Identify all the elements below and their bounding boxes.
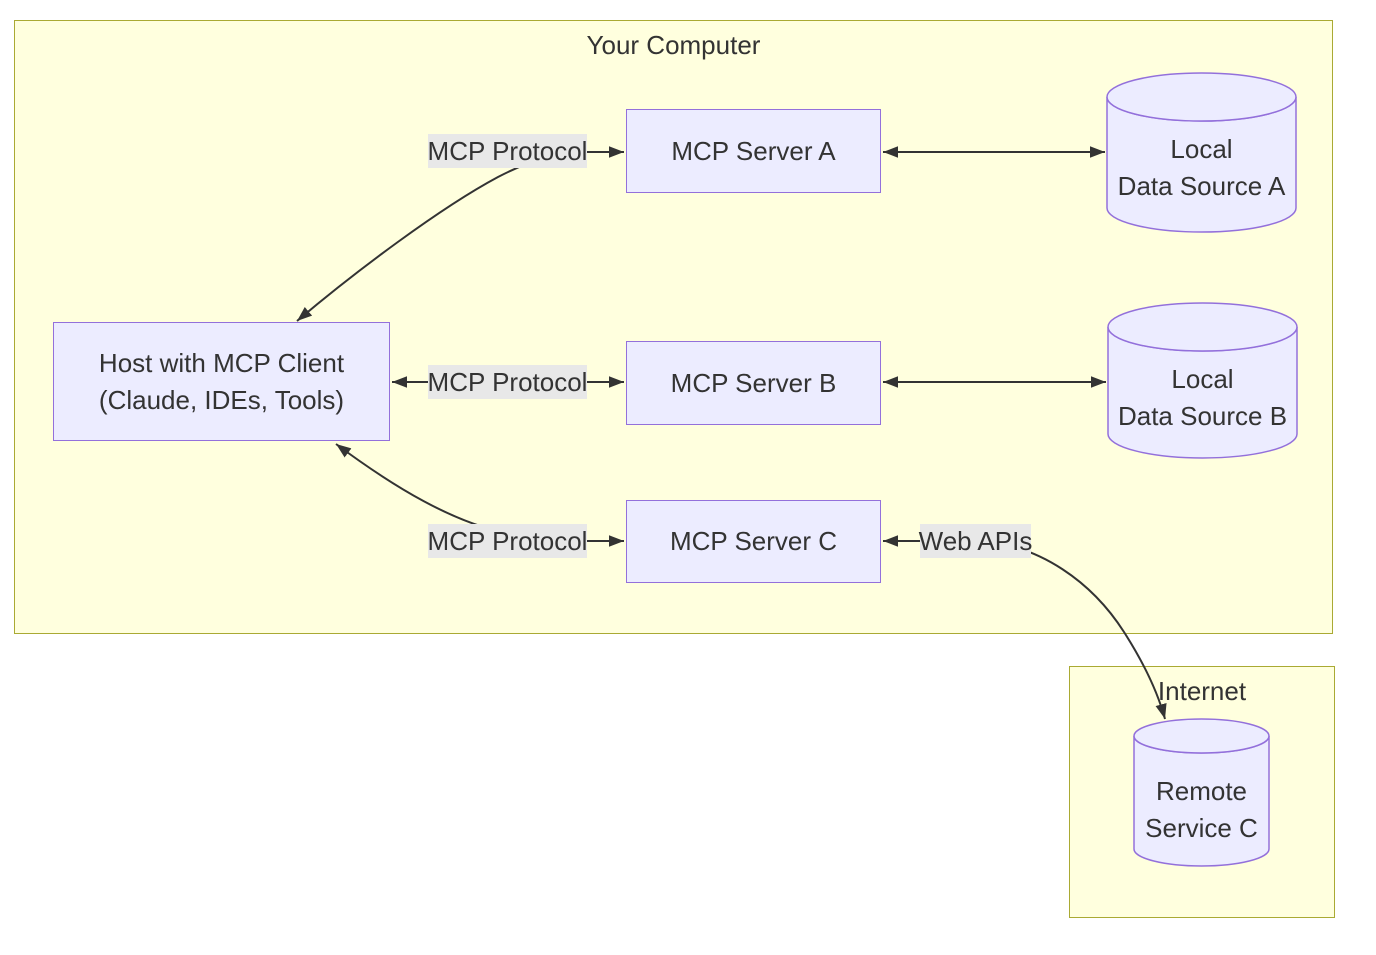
database-icon-local-data-source-b [1107, 302, 1298, 459]
edge-server-c-remote [883, 535, 1167, 720]
node-mcp-server-b: MCP Server B [626, 341, 881, 425]
node-mcp-server-c-label: MCP Server C [669, 526, 838, 556]
node-host-label-line1: Host with MCP Client [98, 347, 345, 378]
edge-label-mcp-protocol-a: MCP Protocol [428, 134, 587, 168]
node-local-data-source-a-line2: Data Source A [1117, 171, 1286, 201]
node-local-data-source-b-line1: Local [1171, 364, 1234, 394]
node-local-data-source-b-line2: Data Source B [1117, 401, 1288, 431]
edge-label-mcp-protocol-b: MCP Protocol [428, 365, 587, 399]
node-host-label-line2: (Claude, IDEs, Tools) [98, 384, 345, 415]
node-mcp-server-a: MCP Server A [626, 109, 881, 193]
edge-label-mcp-protocol-c: MCP Protocol [428, 524, 587, 558]
node-mcp-server-c: MCP Server C [626, 500, 881, 583]
edge-label-web-apis: Web APIs [919, 524, 1032, 558]
node-local-data-source-a-line1: Local [1170, 134, 1233, 164]
edge-host-server-a [296, 146, 624, 322]
node-host-with-mcp-client: Host with MCP Client (Claude, IDEs, Tool… [53, 322, 390, 441]
node-mcp-server-a-label: MCP Server A [671, 135, 836, 166]
node-local-data-source-a: Local Data Source A [1107, 118, 1296, 218]
cluster-internet-title: Internet [1157, 676, 1247, 706]
node-local-data-source-b: Local Data Source B [1108, 348, 1297, 448]
node-remote-service-c-line1: Remote [1155, 776, 1248, 806]
node-remote-service-c: Remote Service C [1134, 765, 1269, 855]
database-icon-remote-service-c [1133, 718, 1270, 867]
database-icon-local-data-source-a [1106, 72, 1297, 233]
cluster-your-computer-title: Your Computer [586, 30, 761, 60]
node-mcp-server-b-label: MCP Server B [670, 367, 837, 398]
node-remote-service-c-line2: Service C [1145, 813, 1258, 843]
